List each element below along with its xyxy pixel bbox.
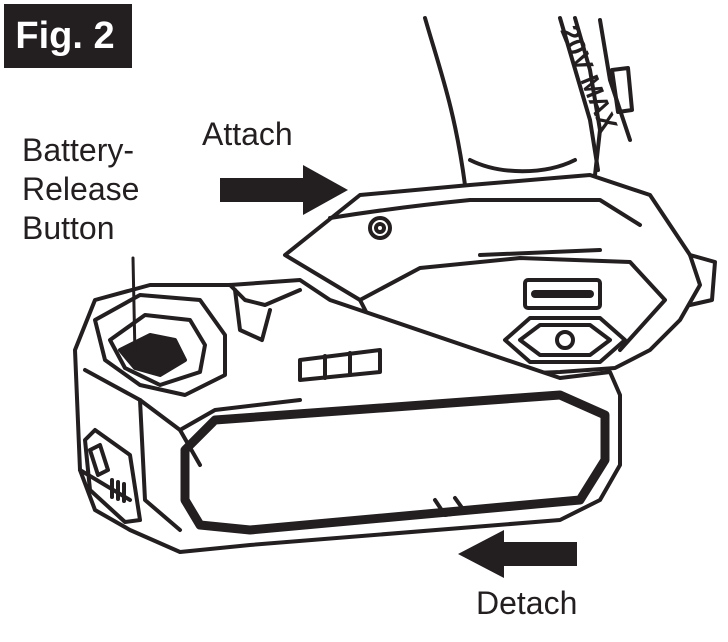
- battery-release-label-line-2: Release: [22, 171, 140, 207]
- attach-label: Attach: [202, 116, 293, 152]
- battery-release-label-line-3: Button: [22, 210, 115, 246]
- drill-handle: [423, 16, 634, 207]
- battery-release-label-line-1: Battery-: [22, 132, 135, 168]
- release-leader-line: [131, 256, 137, 357]
- detach-arrow: [458, 530, 577, 578]
- battery-pack: [73, 278, 622, 554]
- detach-label: Detach: [476, 585, 578, 621]
- attach-arrow: [220, 165, 348, 215]
- battery-release-button-label: Battery- Release Button: [22, 131, 139, 248]
- figure-label: Fig. 2: [4, 4, 132, 68]
